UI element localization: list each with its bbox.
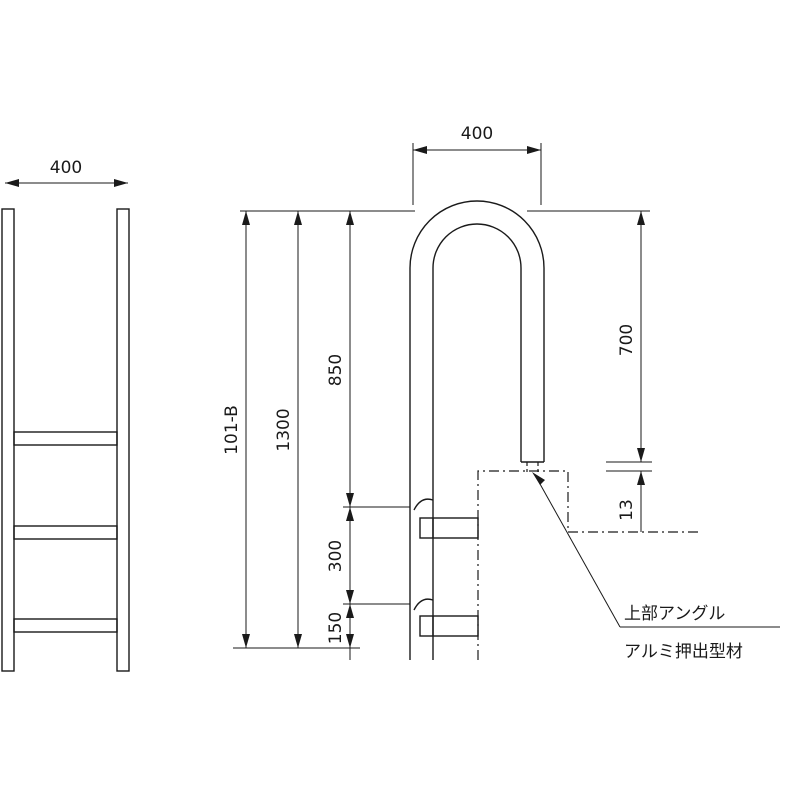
step-2 xyxy=(13,525,118,540)
left-stile xyxy=(1,208,15,672)
dim-1300-arrow-bottom xyxy=(294,634,302,648)
callout-aluminum-extrusion: アルミ押出型材 xyxy=(624,642,743,662)
dim-700-arrow-bottom xyxy=(637,448,645,462)
top-width-label: 400 xyxy=(461,124,493,144)
dim-700-arrow-top xyxy=(637,211,645,225)
dim-150-arrow-bottom xyxy=(346,634,354,648)
right-stile xyxy=(116,208,130,672)
left-ladder-view: 400 xyxy=(1,158,130,672)
leader-line xyxy=(534,474,621,628)
dim-850-label: 850 xyxy=(326,354,346,386)
dim-101b-arrow-top xyxy=(242,211,250,225)
step-3 xyxy=(13,618,118,633)
dim-300-label: 300 xyxy=(326,540,346,572)
handrail-outer xyxy=(409,200,545,660)
left-width-arrow-left xyxy=(5,179,19,187)
dim-700-label: 700 xyxy=(617,324,637,356)
leader-arrow xyxy=(532,472,545,485)
dim-13-label: 13 xyxy=(617,499,637,521)
dim-1300-arrow-top xyxy=(294,211,302,225)
dim-850-arrow-top xyxy=(346,211,354,225)
fitting-ring-lower xyxy=(413,598,434,611)
left-width-label: 400 xyxy=(50,158,82,178)
handrail-inner xyxy=(432,223,522,660)
left-width-arrow-right xyxy=(114,179,128,187)
dim-101b-label: 101-B xyxy=(222,405,242,455)
dim-300-arrow-bottom xyxy=(346,590,354,604)
dim-13-arrow xyxy=(637,471,645,485)
fitting-ring-upper xyxy=(413,498,434,511)
top-width-arrow-right xyxy=(527,146,541,154)
callout-upper-angle: 上部アングル xyxy=(624,604,725,624)
top-width-arrow-left xyxy=(413,146,427,154)
step-1 xyxy=(13,431,118,446)
dim-150-arrow-top xyxy=(346,604,354,618)
dim-150-label: 150 xyxy=(326,612,346,644)
dim-1300-label: 1300 xyxy=(274,408,294,451)
right-handrail-view: 400 101-B 1300 850 300 150 xyxy=(222,124,780,662)
dim-300-arrow-top xyxy=(346,507,354,521)
step-bracket-upper xyxy=(419,517,479,539)
pool-edge-profile xyxy=(477,470,700,660)
step-bracket-lower xyxy=(419,615,479,637)
dim-101b-arrow-bottom xyxy=(242,634,250,648)
dim-850-arrow-bottom xyxy=(346,493,354,507)
